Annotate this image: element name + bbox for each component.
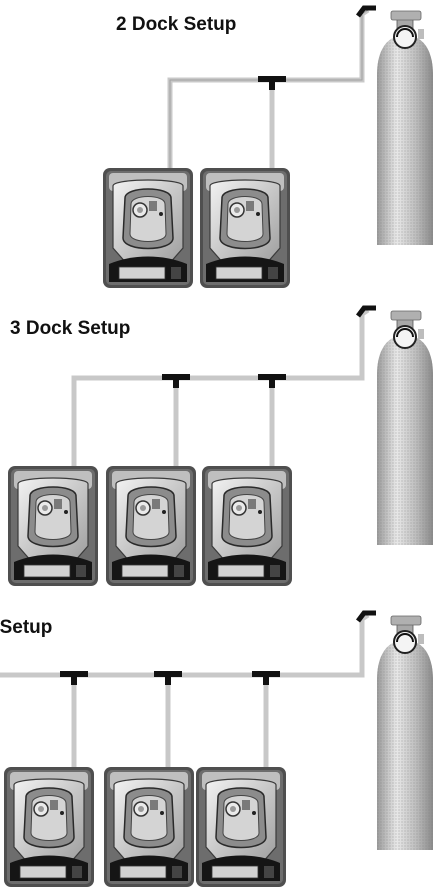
- tubing: [0, 610, 376, 767]
- setup-title: 4 Dock Setup: [0, 617, 53, 638]
- docking-station: [201, 465, 293, 587]
- tubing: [167, 5, 376, 170]
- docking-station: [199, 167, 291, 289]
- gas-cylinder: [376, 310, 434, 546]
- docking-station: [195, 766, 287, 888]
- tee-connector: [162, 374, 190, 388]
- two-dock-diagram: [102, 5, 434, 289]
- two-dock-setup-panel: 2 Dock Setup: [0, 0, 437, 300]
- docking-station: [3, 766, 95, 888]
- four-dock-setup-panel: 4 Dock Setup: [0, 605, 437, 893]
- tee-connector: [258, 76, 286, 90]
- docking-station: [103, 766, 195, 888]
- gas-cylinder: [376, 10, 434, 246]
- docking-station: [102, 167, 194, 289]
- setup-title: 3 Dock Setup: [10, 318, 131, 339]
- gas-cylinder: [376, 615, 434, 851]
- tubing: [71, 305, 376, 468]
- tee-connector: [60, 671, 88, 685]
- tee-connector: [252, 671, 280, 685]
- four-dock-diagram: [0, 610, 434, 888]
- docking-station: [7, 465, 99, 587]
- three-dock-setup-panel: 3 Dock Setup: [0, 300, 437, 605]
- setup-title: 2 Dock Setup: [116, 14, 237, 35]
- tee-connector: [154, 671, 182, 685]
- tee-connector: [258, 374, 286, 388]
- docking-station: [105, 465, 197, 587]
- three-dock-diagram: [7, 305, 434, 587]
